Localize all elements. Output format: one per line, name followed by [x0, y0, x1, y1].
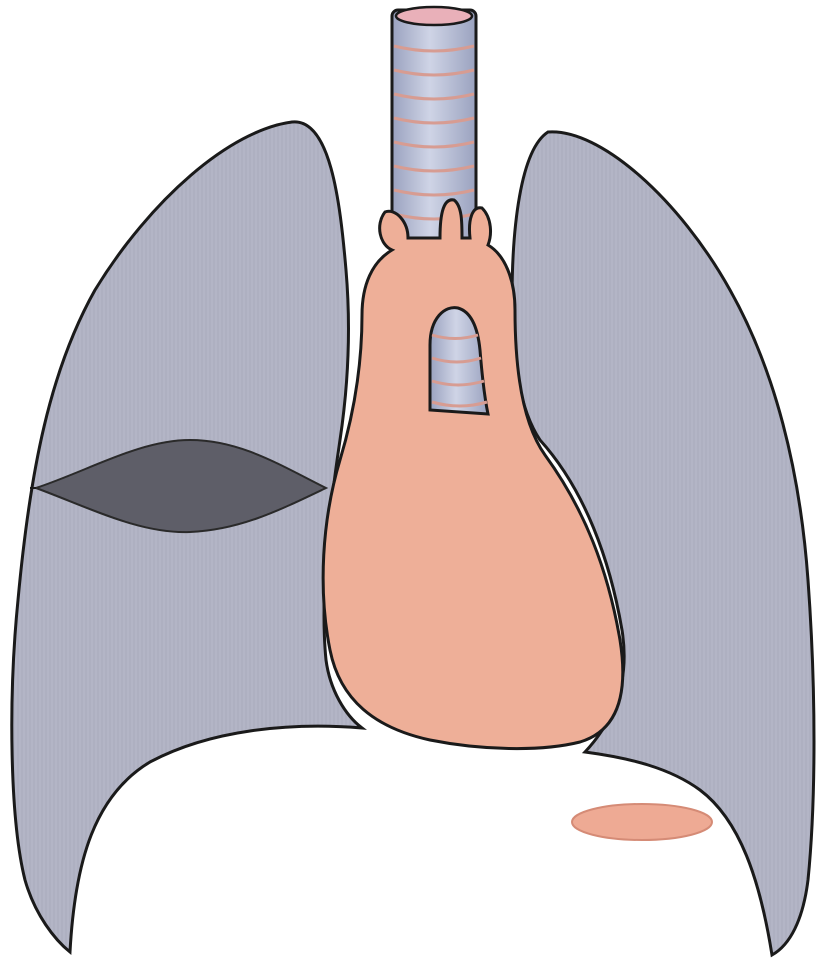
trachea — [392, 7, 476, 240]
gastric-bubble — [572, 804, 712, 840]
trachea-lumen — [396, 7, 472, 25]
